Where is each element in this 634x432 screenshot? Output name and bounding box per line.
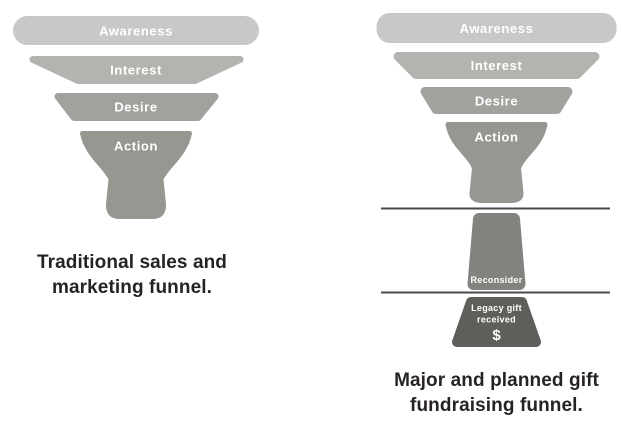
traditional-funnel-caption: Traditional sales and marketing funnel. bbox=[0, 250, 264, 300]
right-stage-legacy-shape bbox=[452, 297, 541, 347]
right-stage-interest-shape bbox=[393, 52, 600, 79]
left-stage-interest-shape bbox=[29, 56, 244, 84]
left-stage-awareness-label: Awareness bbox=[99, 24, 173, 39]
right-stage-legacy-label-line1: Legacy gift bbox=[471, 303, 522, 313]
dollar-sign-icon: $ bbox=[492, 327, 501, 344]
right-stage-legacy-label-line2: received bbox=[477, 315, 516, 325]
right-stage-reconsider-shape bbox=[467, 213, 526, 290]
fundraising-funnel-graphic: Awareness Interest Desire Action Reconsi… bbox=[376, 13, 617, 347]
left-stage-desire-label: Desire bbox=[114, 100, 157, 115]
left-stage-desire-shape bbox=[54, 93, 219, 121]
right-stage-awareness-shape bbox=[376, 13, 617, 43]
left-stage-action-shape bbox=[80, 131, 192, 219]
fundraising-funnel-caption: Major and planned gift fundraising funne… bbox=[358, 368, 634, 418]
left-stage-awareness-shape bbox=[13, 16, 259, 45]
right-stage-interest-label: Interest bbox=[471, 58, 523, 73]
right-stage-desire-label: Desire bbox=[475, 94, 518, 109]
fundraising-funnel-caption-line2: fundraising funnel. bbox=[410, 395, 583, 416]
traditional-funnel-caption-line1: Traditional sales and bbox=[36, 252, 228, 273]
left-stage-interest-label: Interest bbox=[110, 63, 162, 78]
right-stage-reconsider-label: Reconsider bbox=[470, 275, 522, 285]
right-stage-awareness-label: Awareness bbox=[460, 21, 534, 36]
traditional-funnel-graphic: Awareness Interest Desire Action bbox=[13, 16, 259, 219]
traditional-funnel-caption-line2: marketing funnel. bbox=[51, 277, 213, 298]
right-stage-desire-shape bbox=[420, 87, 573, 114]
right-stage-action-shape bbox=[445, 122, 548, 203]
right-stage-action-label: Action bbox=[474, 130, 518, 145]
fundraising-funnel-caption-line1: Major and planned gift bbox=[394, 370, 599, 391]
left-stage-action-label: Action bbox=[114, 139, 158, 154]
